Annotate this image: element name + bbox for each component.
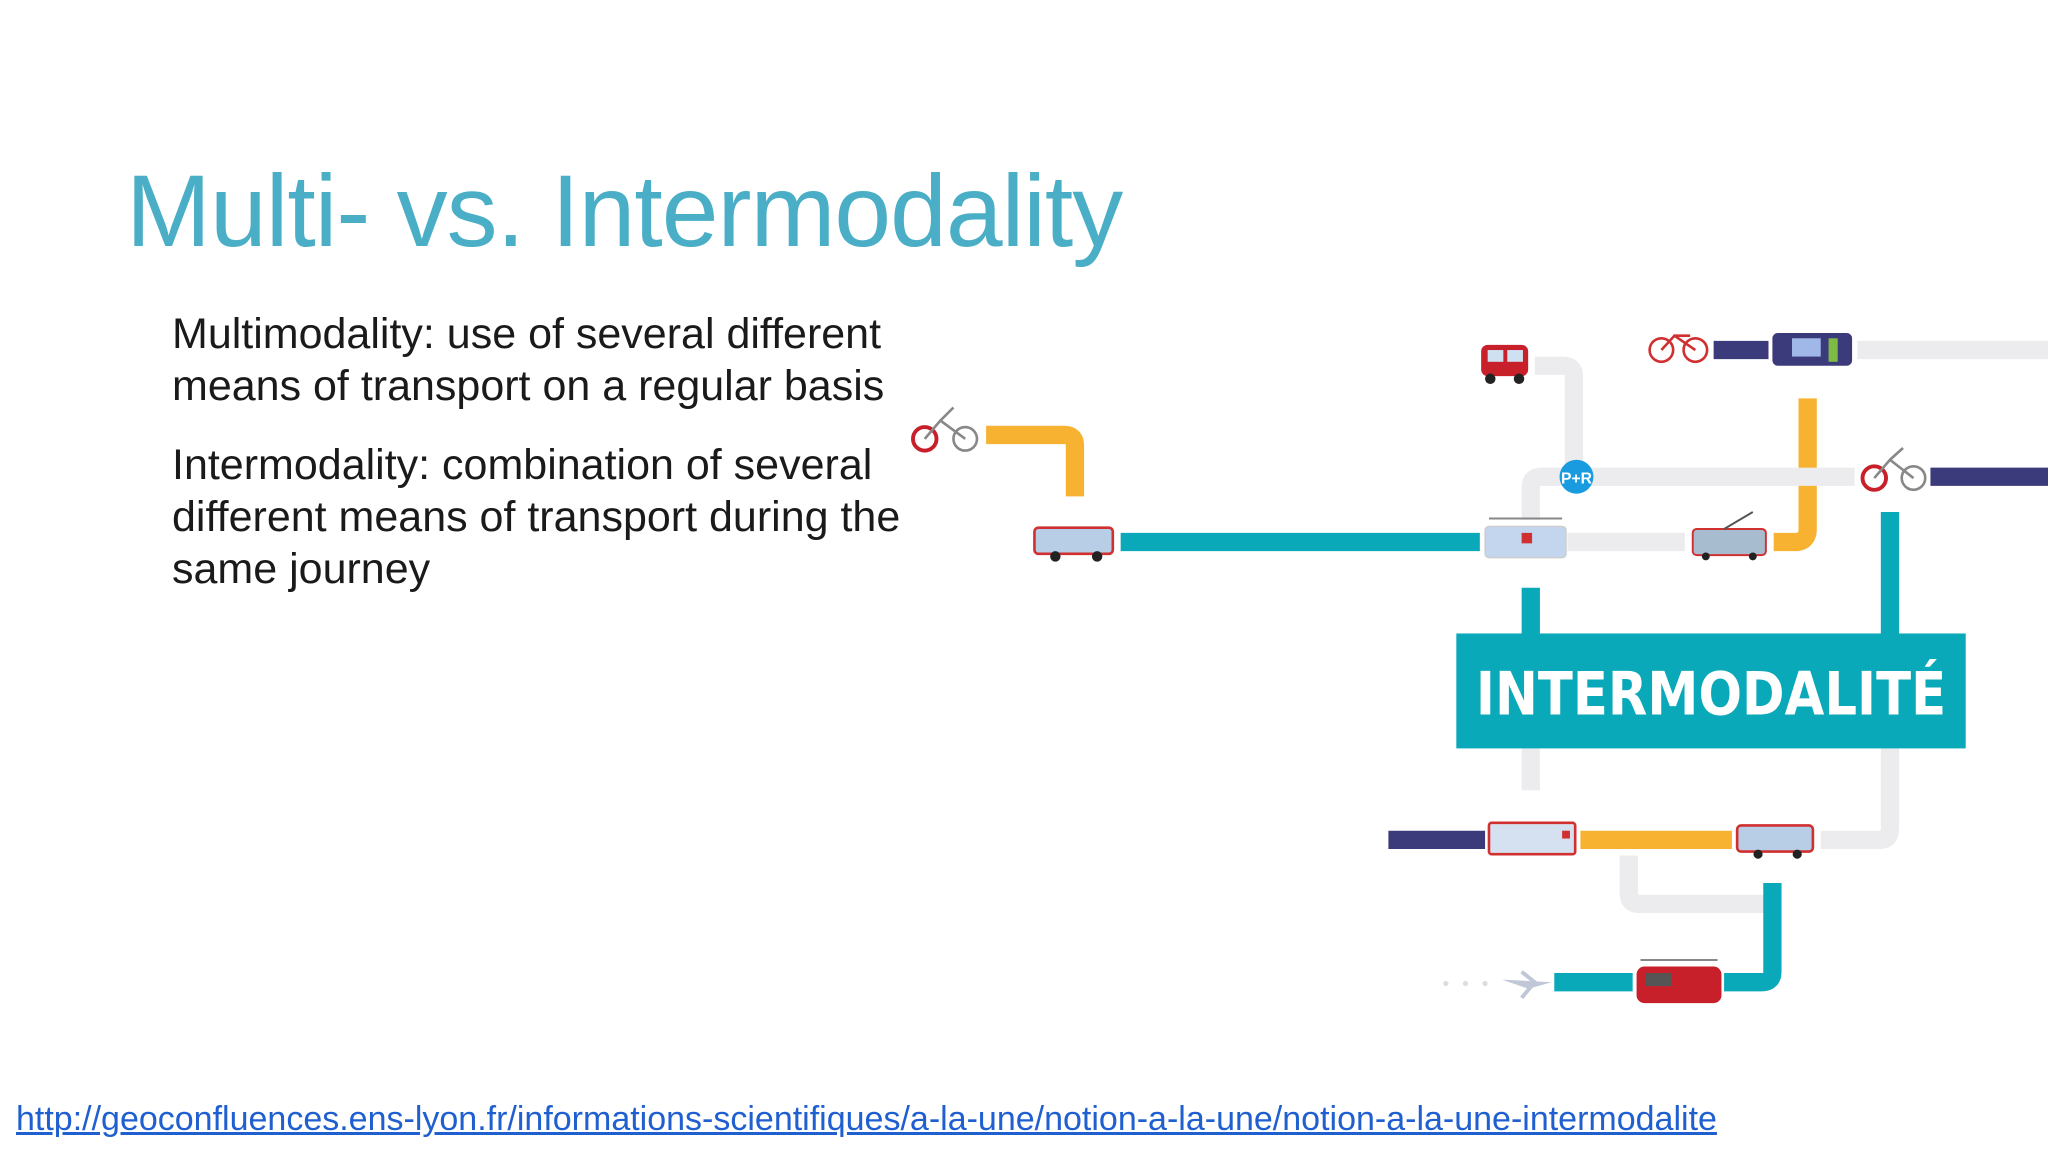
intermodality-label: INTERMODALITÉ xyxy=(1476,657,1946,729)
bus-icon xyxy=(1033,526,1115,562)
bicycle-icon xyxy=(911,406,979,453)
gray-line-4 xyxy=(1619,855,1766,913)
bicycle-icon xyxy=(1648,333,1709,364)
trolleybus-icon xyxy=(1691,511,1767,561)
source-link[interactable]: http://geoconfluences.ens-lyon.fr/inform… xyxy=(16,1100,1717,1138)
orange-line-2 xyxy=(1773,398,1817,552)
gray-line-pr xyxy=(1521,467,1855,520)
bullet-multimodality: Multimodality: use of several different … xyxy=(172,310,885,410)
bullet-intermodality: Intermodality: combination of several di… xyxy=(172,441,901,593)
bus-icon xyxy=(1735,824,1815,859)
car-icon xyxy=(1481,344,1529,384)
intermodality-box xyxy=(1456,633,1966,749)
airplane-icon xyxy=(1443,970,1552,1000)
orange-line-1 xyxy=(986,425,1085,497)
express-tram-icon xyxy=(1636,959,1722,1004)
tram-icon xyxy=(1487,821,1577,856)
regional-train-icon xyxy=(1772,333,1853,366)
tram-icon xyxy=(1484,517,1567,559)
svg-text:P+R: P+R xyxy=(1561,470,1592,487)
slide-title: Multi- vs. Intermodality xyxy=(126,154,1123,268)
gray-line-3 xyxy=(1820,748,1900,849)
bicycle-icon xyxy=(1860,447,1927,492)
gray-line-car xyxy=(1534,356,1584,468)
slide-body: Multimodality: use of several different … xyxy=(172,308,912,622)
teal-line-4 xyxy=(1724,882,1782,992)
park-ride-icon: P+R xyxy=(1559,459,1594,494)
